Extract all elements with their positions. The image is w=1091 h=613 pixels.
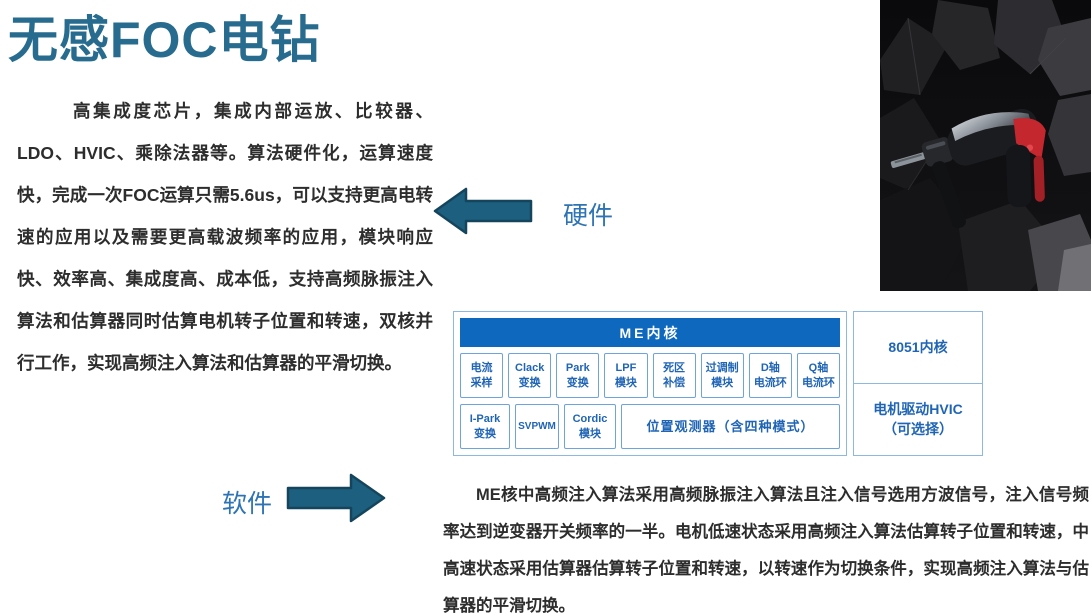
module-row-2: I-Park 变换 SVPWM Cordic 模块 位置观测器（含四种模式） bbox=[460, 404, 840, 449]
module-box-q-axis-loop: Q轴 电流环 bbox=[796, 353, 840, 398]
block-diagram: ME内核 电流 采样 Clack 变换 Park 变换 LPF 模块 死区 补偿… bbox=[453, 311, 983, 456]
module-box-overmodulation: 过调制 模块 bbox=[700, 353, 744, 398]
software-description-paragraph: ME核中高频注入算法采用高频脉振注入算法且注入信号选用方波信号，注入信号频率达到… bbox=[443, 486, 1089, 613]
drill-photo bbox=[880, 0, 1091, 291]
module-box-clack-transform: Clack 变换 bbox=[508, 353, 552, 398]
module-box-deadzone-comp: 死区 补偿 bbox=[652, 353, 696, 398]
core-8051-cell: 8051内核 bbox=[854, 312, 982, 384]
module-box-current-sampling: 电流 采样 bbox=[460, 353, 504, 398]
drill-photo-graphic bbox=[880, 0, 1091, 291]
module-box-lpf: LPF 模块 bbox=[604, 353, 648, 398]
hardware-label: 硬件 bbox=[563, 202, 614, 230]
motor-drive-hvic-cell: 电机驱动HVIC （可选择） bbox=[873, 400, 963, 437]
me-core-header: ME内核 bbox=[460, 318, 840, 347]
module-box-d-axis-loop: D轴 电流环 bbox=[748, 353, 792, 398]
companion-block: 8051内核 电机驱动HVIC （可选择） bbox=[853, 311, 983, 456]
left-description-paragraph: 高集成度芯片，集成内部运放、比较器、LDO、HVIC、乘除法器等。算法硬件化，运… bbox=[17, 101, 433, 373]
module-box-cordic: Cordic 模块 bbox=[564, 404, 616, 449]
me-core-block: ME内核 电流 采样 Clack 变换 Park 变换 LPF 模块 死区 补偿… bbox=[453, 311, 847, 456]
module-box-position-observer: 位置观测器（含四种模式） bbox=[621, 404, 840, 449]
module-box-park-transform: Park 变换 bbox=[556, 353, 600, 398]
software-label: 软件 bbox=[222, 490, 273, 518]
software-arrow-right-icon bbox=[286, 473, 386, 523]
module-box-ipark-transform: I-Park 变换 bbox=[460, 404, 510, 449]
hardware-arrow-left-icon bbox=[433, 187, 533, 235]
page-title: 无感FOC电钻 bbox=[8, 12, 321, 68]
module-box-svpwm: SVPWM bbox=[515, 404, 559, 449]
module-row-1: 电流 采样 Clack 变换 Park 变换 LPF 模块 死区 补偿 过调制 … bbox=[460, 353, 840, 398]
